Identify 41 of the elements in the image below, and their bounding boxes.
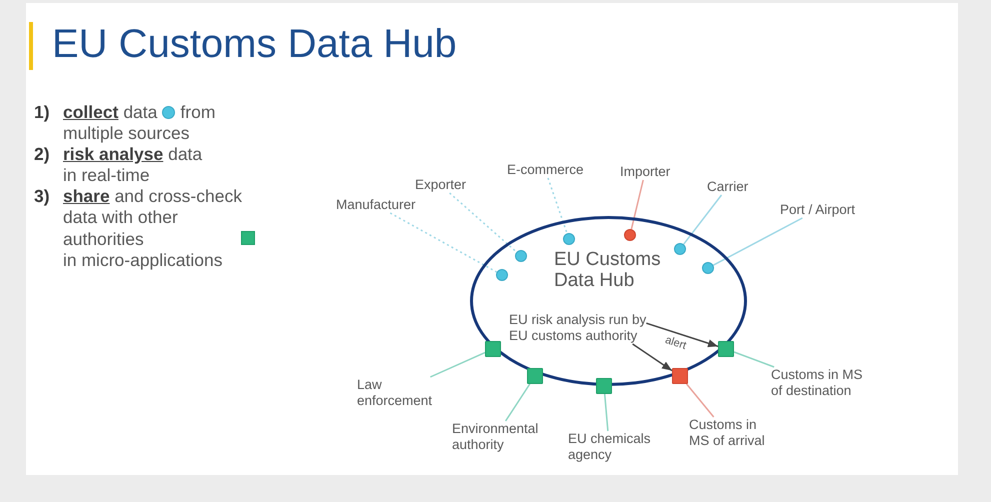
- risk-analysis-text: EU risk analysis run by EU customs authority: [509, 312, 646, 344]
- leader-line: [712, 217, 803, 266]
- leader-line: [630, 180, 644, 230]
- source-label: Carrier: [707, 179, 748, 195]
- leader-line: [449, 192, 517, 253]
- dot-icon: [563, 233, 575, 245]
- list-number: 1): [34, 102, 50, 124]
- source-label: Port / Airport: [780, 202, 856, 218]
- leader-line: [504, 384, 530, 422]
- leader-line: [734, 351, 774, 368]
- leader-line: [547, 178, 568, 234]
- list-item-text: share and cross-check data with other authorities in micro-applications: [63, 186, 242, 272]
- dot-icon: [624, 229, 636, 241]
- slide-title: EU Customs Data Hub: [52, 21, 457, 68]
- list-number: 2): [34, 144, 50, 166]
- authority-label: Law enforcement: [357, 377, 432, 409]
- source-label: E-commerce: [507, 162, 584, 178]
- leader-line: [390, 212, 498, 273]
- leader-line: [430, 352, 486, 378]
- list-number: 3): [34, 186, 50, 208]
- dot-icon: [515, 250, 527, 262]
- authority-label: Environmental authority: [452, 421, 538, 453]
- list-item-text: collect data: [63, 102, 158, 124]
- list-item-text: multiple sources: [63, 123, 190, 145]
- source-label: Exporter: [415, 177, 466, 193]
- leader-line: [686, 384, 714, 418]
- source-label: Manufacturer: [336, 197, 416, 213]
- authority-label: Customs in MS of destination: [771, 367, 863, 399]
- arrow: [632, 343, 672, 372]
- square-icon: [596, 378, 612, 394]
- arrow: [646, 322, 718, 348]
- authority-label: Customs in MS of arrival: [689, 417, 765, 449]
- dot-icon: [496, 269, 508, 281]
- hub-title: EU Customs Data Hub: [554, 249, 661, 291]
- dot-icon: [674, 243, 686, 255]
- source-label: Importer: [620, 164, 670, 180]
- leader-line: [683, 194, 722, 245]
- leader-line: [604, 394, 609, 432]
- list-item-text: from: [180, 102, 216, 124]
- authority-label: EU chemicals agency: [568, 431, 651, 463]
- dot-icon: [702, 262, 714, 274]
